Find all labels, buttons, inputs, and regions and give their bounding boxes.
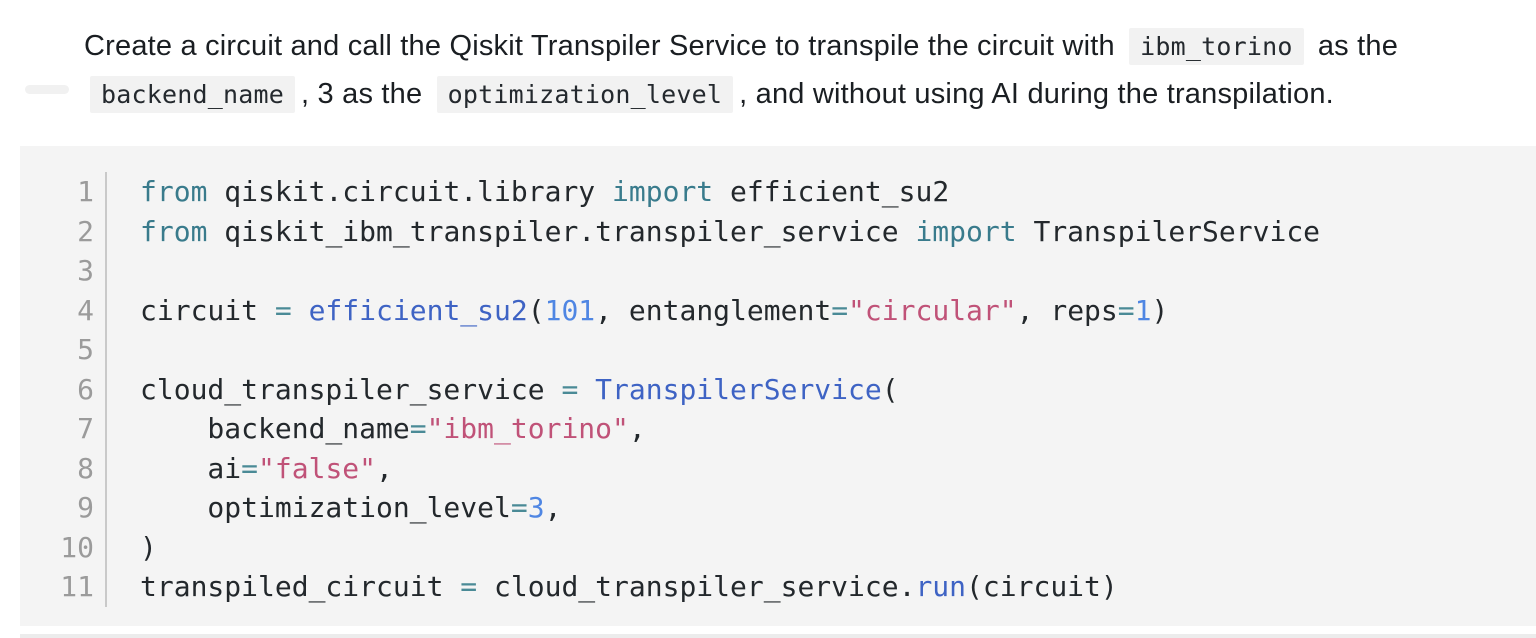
token-plain: ( bbox=[881, 372, 899, 406]
token-plain: , bbox=[376, 451, 393, 485]
token-keyword: from bbox=[140, 175, 208, 208]
token-operator: = bbox=[561, 372, 579, 406]
code-line: 1 from qiskit.circuit.library import effi… bbox=[20, 172, 1536, 212]
token-string: "false" bbox=[258, 451, 377, 485]
prompt-text: Create a circuit and call the Qiskit Tra… bbox=[84, 30, 1124, 62]
code-text bbox=[105, 251, 1536, 291]
prompt-text: , 3 as the bbox=[301, 78, 431, 110]
token-plain: cloud_transpiler_service. bbox=[477, 570, 916, 603]
code-lines: 1 from qiskit.circuit.library import effi… bbox=[20, 172, 1536, 607]
code-text: ai="false", bbox=[105, 448, 1536, 488]
code-line: 9 optimization_level=3, bbox=[20, 488, 1536, 528]
token-plain: ( bbox=[527, 293, 545, 327]
token-plain: , reps bbox=[1016, 293, 1118, 327]
line-number: 8 bbox=[77, 451, 94, 485]
line-number: 7 bbox=[77, 412, 94, 445]
prompt-line: Create a circuit and call the Qiskit Tra… bbox=[84, 22, 1512, 70]
token-plain: , bbox=[628, 412, 646, 445]
line-number: 4 bbox=[77, 293, 94, 327]
line-number: 11 bbox=[60, 570, 94, 603]
token-operator: = bbox=[1117, 293, 1135, 327]
token-operator: = bbox=[460, 570, 478, 603]
token-number: 1 bbox=[1134, 293, 1152, 327]
inline-code-chip: optimization_level bbox=[436, 76, 734, 113]
code-line: 2 from qiskit_ibm_transpiler.transpiler_s… bbox=[20, 211, 1536, 251]
token-plain bbox=[292, 294, 309, 327]
token-function: efficient_su2 bbox=[308, 293, 528, 327]
code-text: circuit = efficient_su2(101, entanglemen… bbox=[105, 290, 1536, 330]
token-plain: , entanglement bbox=[595, 293, 832, 327]
code-line: 4 circuit = efficient_su2(101, entangleme… bbox=[20, 290, 1536, 330]
token-plain: ) bbox=[1151, 293, 1169, 327]
code-block: 1 from qiskit.circuit.library import effi… bbox=[20, 146, 1536, 626]
prompt-text: , and without using AI during the transp… bbox=[739, 78, 1334, 110]
line-number: 5 bbox=[77, 333, 94, 366]
token-keyword: import bbox=[612, 175, 714, 208]
decorative-bar bbox=[25, 85, 69, 94]
token-plain: qiskit.circuit.library bbox=[207, 175, 613, 208]
code-line: 5 bbox=[20, 330, 1536, 370]
code-text: transpiled_circuit = cloud_transpiler_se… bbox=[105, 567, 1536, 607]
inline-code-chip: backend_name bbox=[90, 76, 296, 113]
token-plain: transpiled_circuit bbox=[140, 570, 461, 603]
token-operator: = bbox=[409, 412, 427, 445]
code-line: 10) bbox=[20, 527, 1536, 567]
prompt: Create a circuit and call the Qiskit Tra… bbox=[0, 22, 1536, 118]
token-function: TranspilerService bbox=[595, 372, 882, 406]
token-plain: circuit bbox=[140, 293, 275, 327]
code-text: cloud_transpiler_service = TranspilerSer… bbox=[105, 369, 1536, 409]
token-plain: optimization_level bbox=[140, 491, 511, 524]
line-number: 6 bbox=[77, 372, 94, 406]
line-number: 3 bbox=[77, 254, 94, 287]
token-plain: efficient_su2 bbox=[713, 175, 950, 208]
line-number: 10 bbox=[60, 530, 94, 564]
line-number: 2 bbox=[77, 214, 94, 248]
token-function: run bbox=[915, 570, 967, 603]
code-text: from qiskit_ibm_transpiler.transpiler_se… bbox=[105, 211, 1536, 251]
prompt-line: backend_name, 3 as the optimization_leve… bbox=[84, 70, 1512, 118]
token-number: 101 bbox=[544, 293, 596, 327]
token-number: 3 bbox=[527, 491, 545, 524]
code-line: 6 cloud_transpiler_service = TranspilerSe… bbox=[20, 369, 1536, 409]
token-plain bbox=[578, 373, 595, 406]
token-plain: , bbox=[544, 491, 562, 524]
code-text: optimization_level=3, bbox=[105, 488, 1536, 528]
code-line: 11 transpiled_circuit = cloud_transpiler_… bbox=[20, 567, 1536, 607]
token-operator: = bbox=[510, 491, 528, 524]
token-plain: ai bbox=[140, 451, 242, 485]
token-string: "circular" bbox=[848, 293, 1017, 327]
code-text: backend_name="ibm_torino", bbox=[105, 409, 1536, 449]
code-text: from qiskit.circuit.library import effic… bbox=[105, 172, 1536, 212]
code-line: 7 backend_name="ibm_torino", bbox=[20, 409, 1536, 449]
code-line: 8 ai="false", bbox=[20, 448, 1536, 488]
token-string: "ibm_torino" bbox=[426, 412, 629, 445]
token-operator: = bbox=[241, 451, 259, 485]
token-plain: (circuit) bbox=[966, 570, 1118, 603]
token-plain: ) bbox=[140, 530, 157, 564]
token-plain: qiskit_ibm_transpiler.transpiler_service bbox=[207, 214, 916, 248]
inline-code-chip: ibm_torino bbox=[1129, 28, 1304, 65]
prompt-text: as the bbox=[1309, 30, 1399, 62]
line-number: 1 bbox=[77, 175, 94, 208]
next-block-edge bbox=[20, 634, 1536, 638]
token-plain: backend_name bbox=[140, 412, 410, 445]
token-operator: = bbox=[274, 293, 292, 327]
token-plain: TranspilerService bbox=[1016, 214, 1321, 248]
code-text: ) bbox=[105, 527, 1536, 567]
line-number: 9 bbox=[77, 491, 94, 524]
token-keyword: import bbox=[915, 214, 1017, 248]
code-line: 3 bbox=[20, 251, 1536, 291]
token-operator: = bbox=[831, 293, 849, 327]
token-keyword: from bbox=[140, 214, 208, 248]
token-plain: cloud_transpiler_service bbox=[140, 372, 562, 406]
code-text bbox=[105, 330, 1536, 370]
